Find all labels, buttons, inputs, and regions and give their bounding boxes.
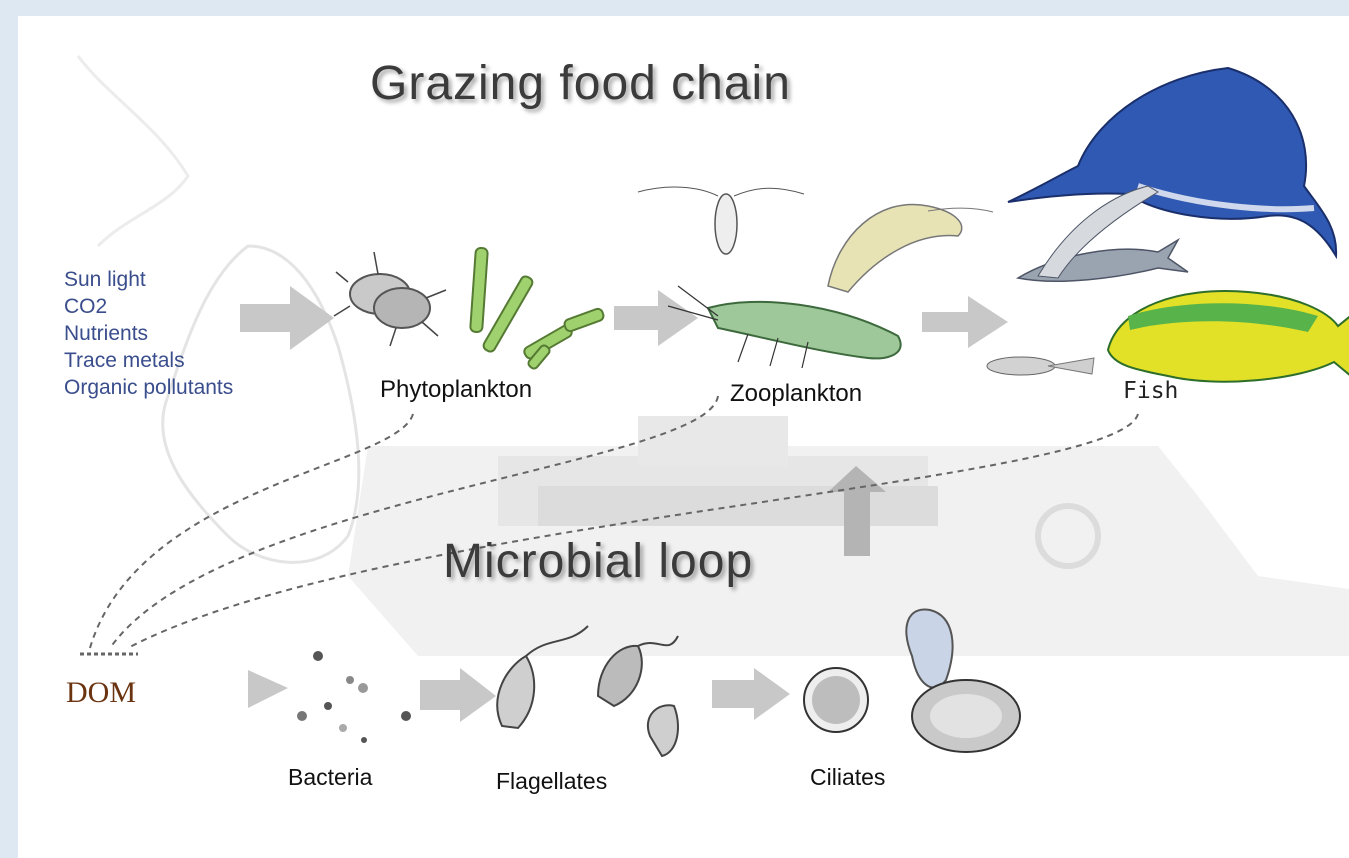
phytoplankton-label: Phytoplankton bbox=[380, 376, 532, 404]
ciliates-label: Ciliates bbox=[810, 764, 885, 791]
fish-illustration bbox=[987, 68, 1349, 386]
bacteria-illustration bbox=[297, 651, 411, 743]
grazing-food-chain-title: Grazing food chain bbox=[370, 56, 791, 111]
zooplankton-label: Zooplankton bbox=[730, 380, 862, 408]
input-item: Sun light bbox=[64, 266, 233, 293]
input-factors-list: Sun light CO2 Nutrients Trace metals Org… bbox=[64, 266, 233, 401]
fish-label: Fish bbox=[1123, 378, 1178, 404]
arrow-to-bacteria bbox=[248, 670, 288, 708]
arrow-zoo-to-fish bbox=[922, 296, 1008, 348]
flagellates-label: Flagellates bbox=[496, 768, 607, 795]
diagram-artwork bbox=[18, 16, 1349, 858]
arrow-inputs-to-phyto bbox=[240, 286, 334, 350]
diagram-canvas: Grazing food chain Microbial loop Sun li… bbox=[18, 16, 1349, 858]
bacteria-label: Bacteria bbox=[288, 764, 372, 791]
arrow-flag-to-ciliates bbox=[712, 668, 790, 720]
dom-label: DOM bbox=[66, 676, 136, 710]
input-item: CO2 bbox=[64, 293, 233, 320]
input-item: Nutrients bbox=[64, 320, 233, 347]
arrow-phyto-to-zoo bbox=[614, 290, 698, 346]
microbial-loop-title: Microbial loop bbox=[443, 534, 753, 589]
phytoplankton-illustration bbox=[334, 248, 605, 370]
arrow-bacteria-to-flag bbox=[420, 668, 496, 722]
input-item: Trace metals bbox=[64, 347, 233, 374]
input-item: Organic pollutants bbox=[64, 374, 233, 401]
zooplankton-illustration bbox=[638, 187, 993, 368]
